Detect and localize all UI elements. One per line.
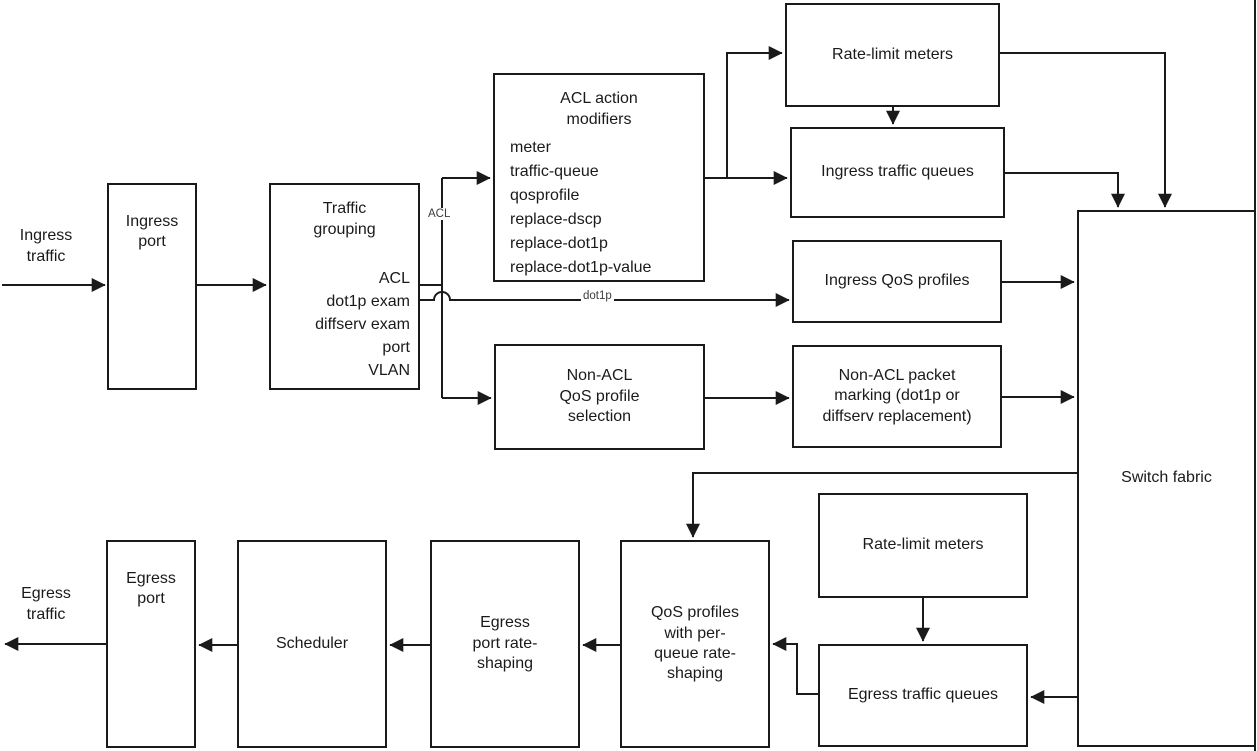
arrow-rate-limit-meters-to-switch-fabric — [1000, 52, 1172, 208]
ingress-qos-profiles-label: Ingress QoS profiles — [824, 272, 970, 290]
acl-wire-label: ACL — [426, 208, 453, 220]
arrow-ingress-queues-to-switch-fabric — [1005, 172, 1125, 208]
non-acl-qos-profile-selection-label: Non-ACL QoS profile selection — [559, 367, 640, 426]
scheduler-label: Scheduler — [275, 634, 349, 652]
rate-limit-meters-ingress-label: Rate-limit meters — [832, 45, 953, 63]
arrow-dot1p-to-ingress-qos-profiles — [420, 291, 790, 307]
box-qos-profiles-per-queue-rate-shaping: QoS profiles with per- queue rate- shapi… — [620, 540, 770, 748]
acl-action-modifiers-title: ACL action modifiers — [560, 90, 638, 128]
acl-action-modifiers-items: meter traffic-queue qosprofile replace-d… — [510, 139, 652, 276]
box-ingress-port: Ingress port — [107, 183, 197, 390]
ingress-traffic-queues-label: Ingress traffic queues — [821, 163, 974, 181]
box-ingress-qos-profiles: Ingress QoS profiles — [792, 240, 1002, 323]
qos-profiles-per-queue-label: QoS profiles with per- queue rate- shapi… — [650, 604, 740, 683]
box-switch-fabric: Switch fabric — [1077, 210, 1256, 747]
box-traffic-grouping: Traffic grouping ACL dot1p exam diffserv… — [269, 183, 420, 390]
ingress-port-label: Ingress port — [125, 213, 179, 251]
egress-traffic-queues-label: Egress traffic queues — [847, 686, 998, 704]
box-non-acl-qos-profile-selection: Non-ACL QoS profile selection — [494, 344, 705, 450]
ingress-traffic-label: Ingress traffic — [19, 227, 73, 265]
box-rate-limit-meters-egress: Rate-limit meters — [818, 493, 1028, 598]
box-egress-traffic-queues: Egress traffic queues — [818, 644, 1028, 747]
switch-fabric-label: Switch fabric — [1121, 469, 1212, 487]
dot1p-wire-label: dot1p — [581, 290, 614, 302]
box-non-acl-packet-marking: Non-ACL packet marking (dot1p or diffser… — [792, 345, 1002, 448]
arrow-switch-fabric-to-qos-profiles-egress — [686, 472, 1077, 538]
box-scheduler: Scheduler — [237, 540, 387, 748]
box-rate-limit-meters-ingress: Rate-limit meters — [785, 3, 1000, 107]
rate-limit-meters-egress-label: Rate-limit meters — [862, 536, 984, 554]
traffic-grouping-title: Traffic grouping — [313, 200, 376, 238]
egress-port-label: Egress port — [126, 570, 176, 608]
egress-port-rate-shaping-label: Egress port rate- shaping — [472, 614, 538, 673]
box-ingress-traffic-queues: Ingress traffic queues — [790, 127, 1005, 218]
box-egress-port-rate-shaping: Egress port rate- shaping — [430, 540, 580, 748]
egress-traffic-label: Egress traffic — [21, 585, 71, 623]
arrow-acl-modifiers-to-rate-limit-meters — [726, 46, 783, 178]
arrow-egress-queues-to-qos-profiles — [772, 637, 818, 695]
non-acl-packet-marking-label: Non-ACL packet marking (dot1p or diffser… — [822, 366, 972, 425]
box-acl-action-modifiers: ACL action modifiers meter traffic-queue… — [493, 73, 705, 282]
box-egress-port: Egress port — [106, 540, 196, 748]
traffic-grouping-items: ACL dot1p exam diffserv exam port VLAN — [315, 270, 410, 379]
